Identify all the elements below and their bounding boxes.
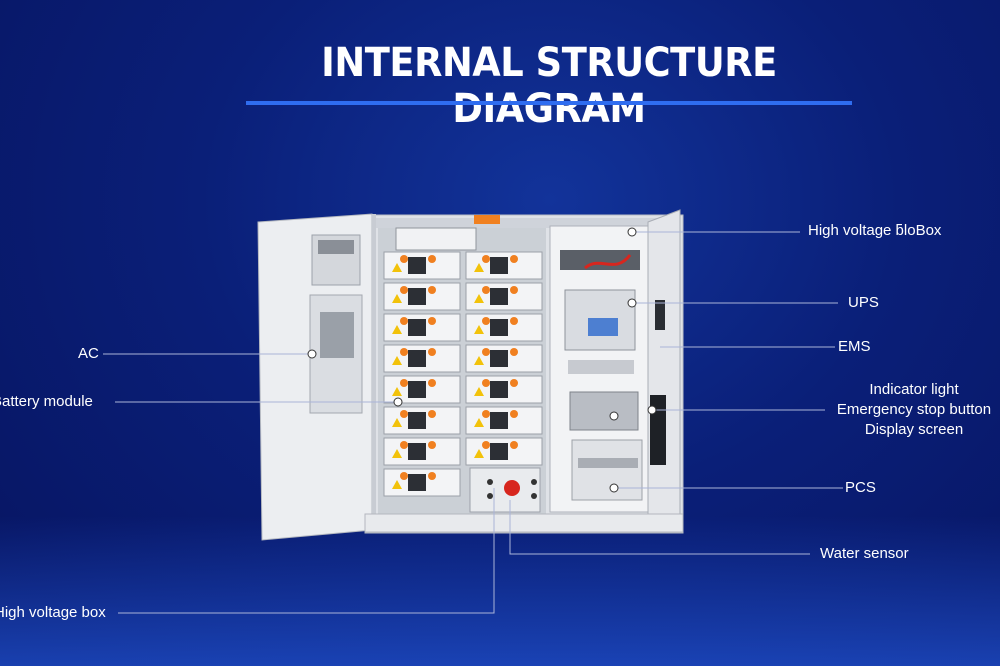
battery-module	[383, 282, 461, 311]
indicator-dot	[647, 405, 657, 415]
label-water-sensor: Water sensor	[820, 545, 909, 562]
battery-module	[383, 344, 461, 373]
diagram-title: INTERNAL STRUCTURE DIAGRAM	[321, 40, 777, 132]
ac-dot	[307, 349, 317, 359]
battery-module	[465, 406, 543, 435]
label-pcs: PCS	[845, 479, 876, 496]
battery-module	[383, 406, 461, 435]
ups-dot	[627, 298, 637, 308]
label-display-screen: Display screen	[864, 421, 964, 438]
battery-modules	[383, 251, 543, 497]
ac-vent	[320, 312, 354, 358]
battery-module	[465, 313, 543, 342]
label-indicator-group: Indicator light Emergency stop button Di…	[830, 380, 998, 440]
battery-module	[465, 437, 543, 466]
battery-module	[383, 251, 461, 280]
battery-module	[465, 251, 543, 280]
hv-top-dot	[627, 227, 637, 237]
battery-module	[465, 344, 543, 373]
battery-module	[465, 282, 543, 311]
label-ems: EMS	[838, 338, 871, 355]
label-ac: AC	[78, 345, 99, 362]
label-battery-module: Battery module	[0, 393, 93, 410]
battery-dot	[393, 397, 403, 407]
bms-dot	[609, 411, 619, 421]
label-high-voltage-top: High voltage ƃloBox	[808, 222, 942, 239]
battery-module	[383, 437, 461, 466]
pcs-dot	[609, 483, 619, 493]
label-indicator-light: Indicator light	[869, 381, 959, 398]
title-underline	[246, 101, 852, 105]
battery-module	[383, 468, 461, 497]
battery-module	[383, 375, 461, 404]
label-emergency-stop: Emergency stop button	[836, 401, 992, 418]
label-high-voltage-bottom: High voltage box	[0, 604, 106, 621]
battery-module	[383, 313, 461, 342]
label-ups: UPS	[848, 294, 879, 311]
battery-module	[465, 375, 543, 404]
background-glow	[0, 516, 1000, 666]
